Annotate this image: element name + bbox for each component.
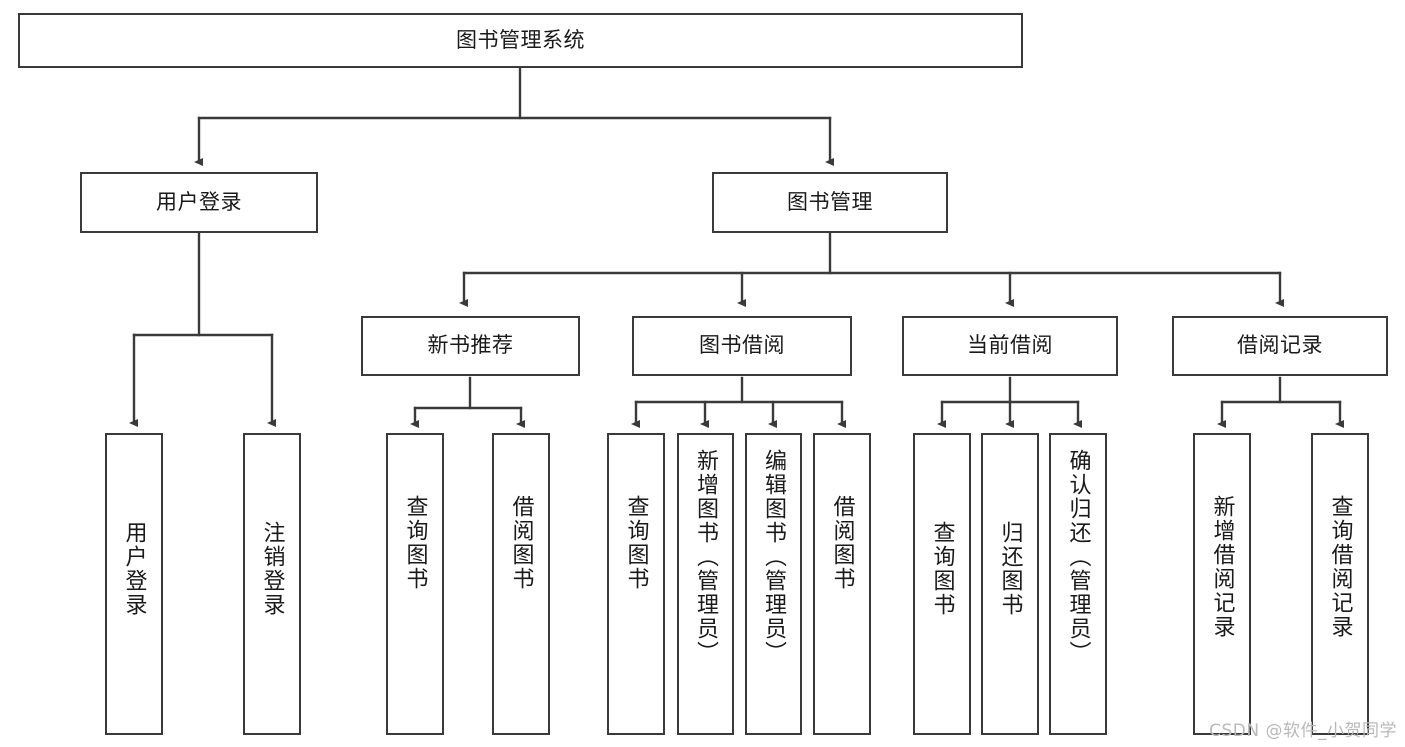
leaf-book-borrow-borrow-label: 借阅图书: [829, 495, 855, 591]
leaf-new-book-borrow[interactable]: 借阅图书: [492, 433, 550, 735]
leaf-new-book-query[interactable]: 查询图书: [386, 433, 444, 735]
node-current-borrow-label: 当前借阅: [967, 333, 1053, 358]
leaf-borrow-record-add[interactable]: 新增借阅记录: [1193, 433, 1251, 735]
leaf-book-borrow-query[interactable]: 查询图书: [607, 433, 665, 735]
node-book-management[interactable]: 图书管理: [712, 172, 948, 233]
leaf-book-borrow-edit-admin-label: 编辑图书（管理员）: [761, 449, 787, 665]
leaf-book-borrow-add-admin[interactable]: 新增图书（管理员）: [677, 433, 734, 735]
leaf-book-borrow-query-label: 查询图书: [623, 495, 649, 591]
node-root-system-label: 图书管理系统: [456, 27, 585, 52]
node-current-borrow[interactable]: 当前借阅: [902, 316, 1118, 376]
leaf-book-borrow-add-admin-label: 新增图书（管理员）: [693, 449, 719, 665]
node-root-system[interactable]: 图书管理系统: [18, 13, 1023, 68]
leaf-user-login-logout-label: 注销登录: [259, 521, 285, 617]
csdn-watermark: CSDN @软件_小贺同学: [1209, 721, 1397, 741]
leaf-user-login-login[interactable]: 用户登录: [105, 433, 163, 735]
leaf-current-borrow-query[interactable]: 查询图书: [913, 433, 971, 735]
leaf-current-borrow-confirm-admin[interactable]: 确认归还（管理员）: [1049, 433, 1107, 735]
leaf-current-borrow-confirm-admin-label: 确认归还（管理员）: [1065, 449, 1091, 665]
leaf-book-borrow-borrow[interactable]: 借阅图书: [813, 433, 871, 735]
leaf-current-borrow-return[interactable]: 归还图书: [981, 433, 1039, 735]
node-borrow-record[interactable]: 借阅记录: [1172, 316, 1388, 376]
leaf-borrow-record-add-label: 新增借阅记录: [1209, 495, 1235, 639]
node-new-book-recommend[interactable]: 新书推荐: [361, 316, 580, 376]
leaf-book-borrow-edit-admin[interactable]: 编辑图书（管理员）: [745, 433, 802, 735]
node-user-login-label: 用户登录: [156, 189, 242, 214]
node-book-borrow-label: 图书借阅: [699, 333, 785, 358]
node-book-management-label: 图书管理: [787, 189, 873, 214]
node-borrow-record-label: 借阅记录: [1237, 333, 1323, 358]
node-user-login[interactable]: 用户登录: [80, 172, 318, 233]
leaf-current-borrow-return-label: 归还图书: [997, 521, 1023, 617]
node-new-book-recommend-label: 新书推荐: [427, 333, 514, 358]
leaf-user-login-login-label: 用户登录: [121, 521, 147, 617]
leaf-new-book-borrow-label: 借阅图书: [508, 495, 534, 591]
leaf-borrow-record-query-label: 查询借阅记录: [1327, 495, 1353, 639]
node-book-borrow[interactable]: 图书借阅: [632, 316, 852, 376]
leaf-current-borrow-query-label: 查询图书: [929, 521, 955, 617]
leaf-user-login-logout[interactable]: 注销登录: [243, 433, 301, 735]
leaf-borrow-record-query[interactable]: 查询借阅记录: [1311, 433, 1369, 735]
leaf-new-book-query-label: 查询图书: [402, 495, 428, 591]
